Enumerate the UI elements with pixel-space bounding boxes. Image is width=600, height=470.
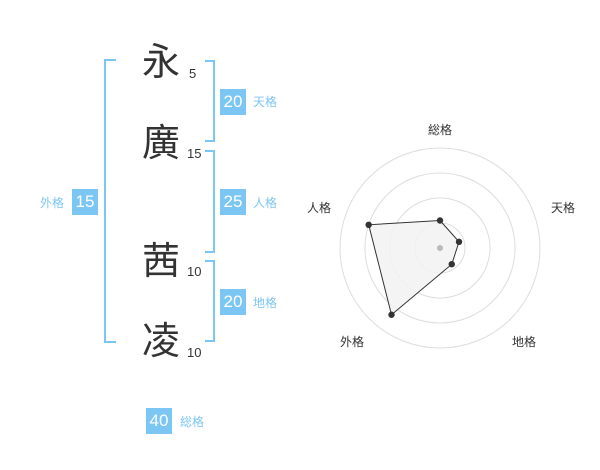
gaikaku-label: 外格 bbox=[40, 196, 65, 210]
chikaku-score: 20 bbox=[220, 289, 246, 315]
tenkaku-score: 20 bbox=[220, 89, 246, 115]
radar-label-chikaku: 地格 bbox=[512, 335, 537, 349]
stroke-count-1: 5 bbox=[189, 66, 197, 81]
tenkaku-label: 天格 bbox=[253, 95, 278, 109]
chikaku-label: 地格 bbox=[253, 296, 278, 310]
radar-point-tenkaku bbox=[455, 238, 463, 246]
radar-label-tenkaku: 天格 bbox=[551, 201, 576, 215]
radar-ring bbox=[364, 172, 516, 324]
gaikaku-score: 15 bbox=[72, 189, 98, 215]
soukaku-label: 総格 bbox=[180, 415, 205, 429]
jinkaku-label: 人格 bbox=[253, 196, 278, 210]
jinkaku-bracket bbox=[205, 150, 215, 253]
gaikaku-bracket bbox=[104, 59, 116, 343]
stroke-count-3: 10 bbox=[187, 264, 202, 279]
radar-point-gaikaku bbox=[388, 311, 395, 318]
radar-point-jinkaku bbox=[365, 221, 372, 229]
radar-label-soukaku: 総格 bbox=[428, 123, 453, 137]
tenkaku-bracket bbox=[205, 60, 215, 142]
jinkaku-score: 25 bbox=[220, 189, 246, 215]
radar-label-gaikaku: 外格 bbox=[340, 335, 365, 349]
chikaku-bracket bbox=[205, 260, 215, 342]
stroke-count-2: 15 bbox=[187, 146, 202, 161]
radar-point-chikaku bbox=[448, 260, 455, 268]
name-char-2: 廣 bbox=[142, 121, 181, 165]
name-char-1: 永 bbox=[142, 40, 181, 84]
radar-point-soukaku bbox=[436, 217, 444, 224]
radar-polygon bbox=[368, 219, 460, 316]
radar-center-dot bbox=[437, 245, 443, 251]
name-char-4: 凌 bbox=[142, 319, 181, 363]
radar-label-jinkaku: 人格 bbox=[307, 201, 332, 215]
stroke-count-4: 10 bbox=[187, 345, 202, 360]
name-char-3: 茜 bbox=[142, 239, 181, 283]
soukaku-score: 40 bbox=[146, 408, 172, 434]
radar-ring bbox=[339, 147, 541, 349]
